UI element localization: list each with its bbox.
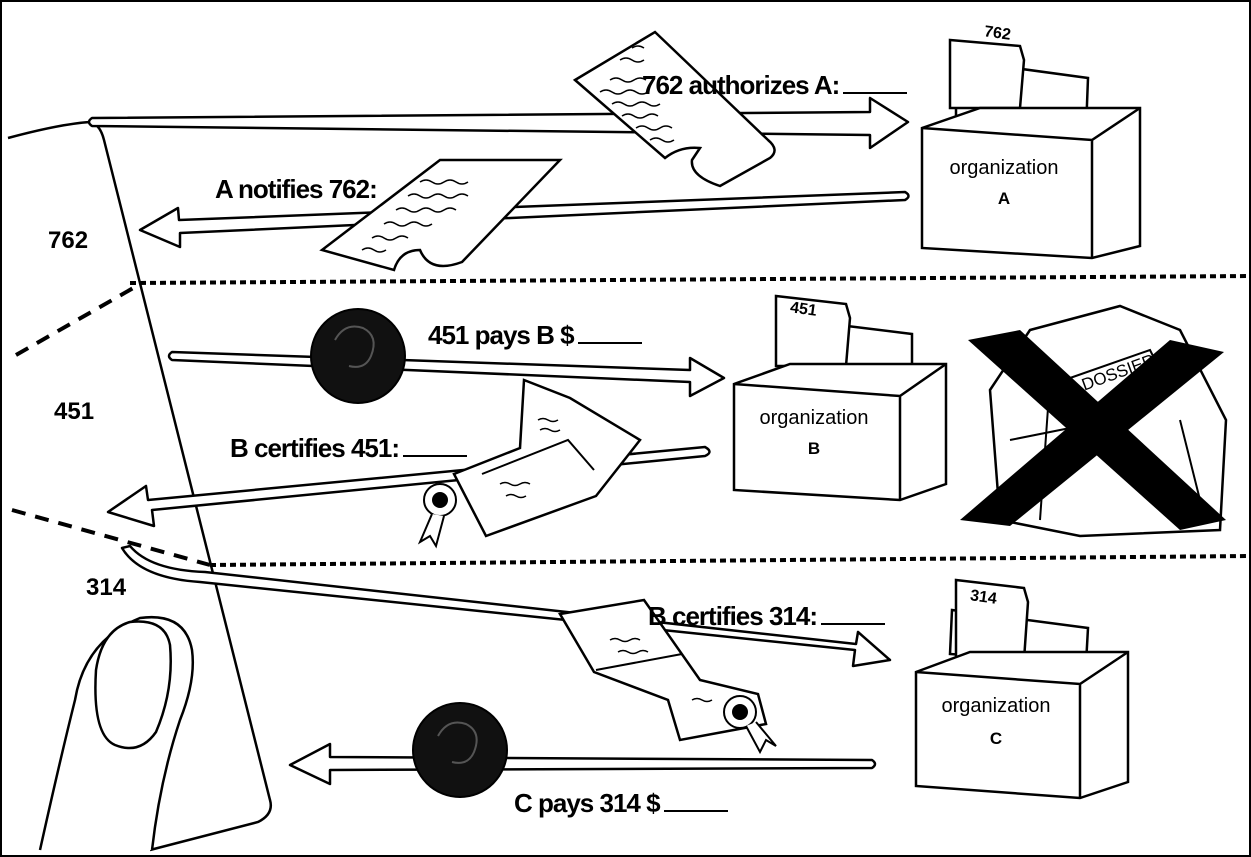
organization-b-box — [732, 294, 948, 502]
label-certify-314: B certifies 314: — [648, 603, 885, 629]
label-certify-451: B certifies 451: — [230, 435, 467, 461]
certificate-icon — [417, 378, 642, 549]
card-device — [7, 120, 272, 852]
coin-icon — [412, 702, 508, 798]
arrow-notify — [138, 190, 910, 249]
document-authorization-icon — [572, 30, 776, 188]
organization-a-label: organization — [949, 157, 1059, 179]
divider-bottom-left — [11, 508, 211, 567]
organization-a-box — [920, 38, 1142, 260]
coin-icon — [310, 308, 406, 404]
label-pay-c: C pays 314 $ — [514, 790, 728, 816]
organization-a-letter: A — [997, 189, 1011, 208]
certificate-icon — [558, 598, 777, 755]
divider-bottom — [209, 554, 1251, 567]
arrow-certify-314 — [120, 544, 892, 668]
document-notification-icon — [319, 158, 563, 272]
organization-c-box — [914, 578, 1130, 800]
organization-c-label: organization — [941, 695, 1051, 717]
label-pay-b: 451 pays B $ — [428, 322, 642, 348]
arrow-authorize — [87, 96, 910, 150]
thumbnail-shape — [94, 620, 172, 750]
organization-b-letter: B — [807, 439, 821, 458]
arrow-pay-c — [288, 742, 877, 786]
participant-id-314: 314 — [86, 574, 127, 601]
participant-id-451: 451 — [54, 398, 95, 425]
hand-illustration — [38, 615, 195, 851]
arrow-pay-b — [167, 350, 726, 398]
organization-b-label: organization — [759, 407, 869, 429]
divider-top-left — [15, 285, 136, 357]
divider-top — [129, 274, 1251, 285]
cross-out-icon — [960, 330, 1226, 530]
organization-c-letter: C — [989, 729, 1003, 748]
label-authorize: 762 authorizes A: — [642, 72, 908, 98]
label-notify: A notifies 762: — [215, 174, 378, 204]
participant-id-762: 762 — [48, 227, 89, 254]
